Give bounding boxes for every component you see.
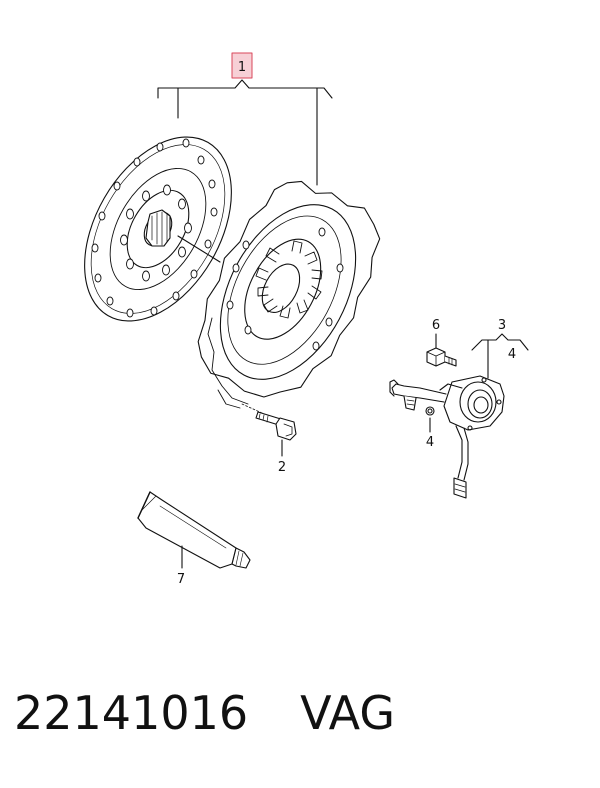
clutch-kit-highlight — [231, 52, 253, 79]
disc-splined-hub — [145, 209, 171, 247]
disc-outer-rivets — [91, 138, 218, 318]
pressure-plate-holes — [226, 227, 344, 351]
callout-6-label[interactable]: 6 — [432, 318, 440, 333]
pressure-plate — [197, 180, 381, 409]
brand-name: VAG — [300, 686, 395, 740]
slave-cylinder-bracket: 3 4 — [471, 318, 529, 379]
clutch-disc — [84, 136, 232, 322]
callout-7-label[interactable]: 7 — [177, 572, 185, 587]
callout-1-label[interactable]: 1 — [238, 60, 246, 75]
disc-leader-line — [177, 235, 221, 263]
bolt-2: 2 — [241, 403, 297, 475]
concentric-slave-cylinder: 4 — [389, 375, 505, 499]
disc-inner-holes — [120, 184, 192, 282]
exploded-parts-diagram: 1 — [84, 52, 529, 587]
callout-3-label[interactable]: 3 — [498, 318, 506, 333]
grease-tube-7: 7 — [137, 491, 251, 587]
callout-2-label[interactable]: 2 — [278, 460, 286, 475]
clutch-kit-bracket: 1 — [157, 52, 333, 186]
callout-4-top-label[interactable]: 4 — [508, 347, 516, 362]
diaphragm-fingers — [255, 240, 323, 319]
screw-6: 6 — [426, 318, 457, 367]
part-number: 22141016 — [14, 686, 249, 740]
part-number-caption: 22141016 VAG — [14, 686, 395, 740]
callout-4-bottom-label[interactable]: 4 — [426, 435, 434, 450]
